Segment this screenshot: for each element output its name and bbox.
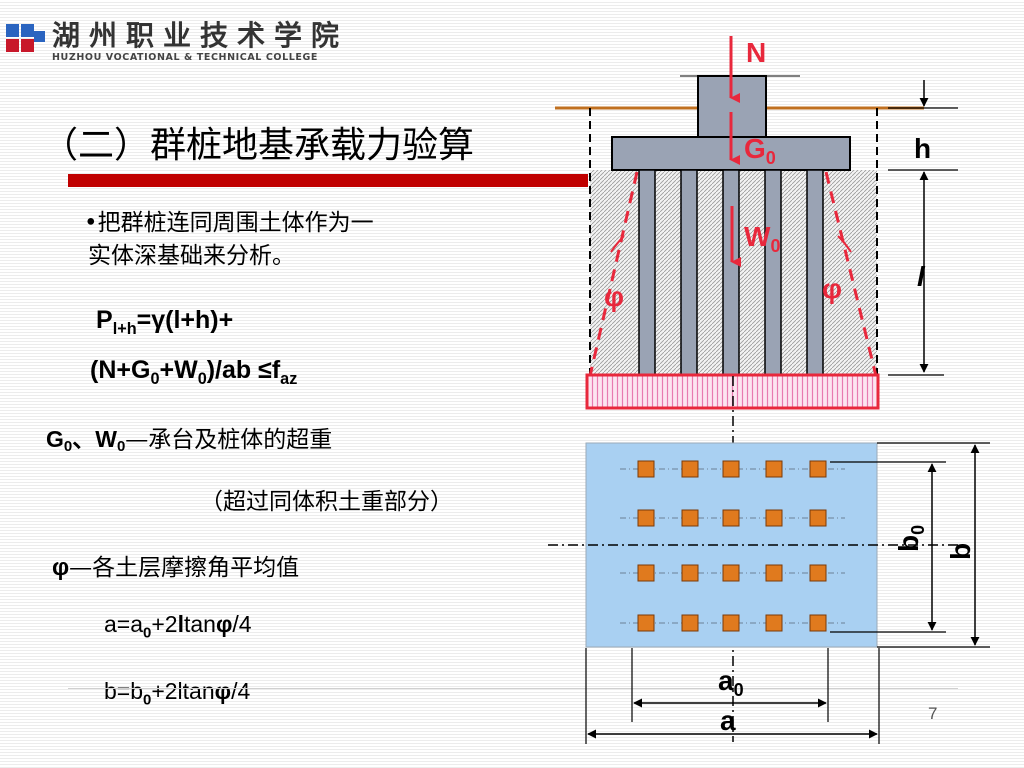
label-w0-main: W: [744, 221, 771, 252]
eq-a-tan: tan: [183, 611, 216, 637]
equation-a: a=a0+2ltanφ/4: [104, 611, 252, 642]
eq-b-sub: 0: [143, 691, 152, 709]
plan-pile: [681, 614, 699, 632]
logo-mark-icon: [6, 24, 45, 52]
label-b0: b0: [893, 525, 928, 552]
pile: [764, 169, 782, 376]
label-phi-right: φ: [822, 273, 842, 304]
plan-pile: [722, 564, 740, 582]
bullet-line-1: •把群桩连同周围土体作为一: [84, 210, 374, 236]
formula-line-2: (N+G0+W0)/ab ≤faz: [90, 356, 297, 389]
plan-pile-grid: [620, 460, 845, 632]
formula-line-1: Pl+h=γ(l+h)+: [96, 306, 233, 339]
title-underline-bar: [68, 174, 588, 187]
eq-a-part2: +2: [151, 611, 178, 637]
note-phi: φ—各土层摩擦角平均值: [52, 548, 299, 582]
plan-pile: [809, 564, 827, 582]
eq-b-part1: b=b: [104, 678, 144, 704]
plan-pile: [722, 460, 740, 478]
label-n: N: [746, 37, 766, 68]
label-w0: W0: [744, 221, 780, 256]
eq-a-part4: /4: [232, 611, 252, 637]
formula2-sub-b: 0: [197, 370, 207, 388]
label-a0-main: a: [718, 665, 734, 696]
eq-b-part2: +2ltan: [151, 678, 215, 704]
pile: [638, 169, 656, 376]
plan-pile: [765, 614, 783, 632]
plan-pile: [809, 614, 827, 632]
slide-title: （二）群桩地基承载力验算: [42, 125, 475, 166]
college-name-en: HUZHOU VOCATIONAL & TECHNICAL COLLEGE: [52, 52, 318, 63]
angle-arc-right: [837, 235, 852, 253]
note-g-sub: 0: [63, 438, 73, 456]
plan-pile: [765, 564, 783, 582]
formula2-sub-c: az: [280, 370, 298, 388]
label-a0-sub: 0: [734, 680, 744, 700]
note-g: G: [46, 426, 64, 452]
formula2-part-c: )/ab ≤f: [206, 356, 281, 384]
bullet-line-2: 实体深基础来分析。: [88, 243, 295, 269]
pile-group: [638, 169, 824, 376]
plan-pile: [681, 564, 699, 582]
plan-pile: [637, 564, 655, 582]
eq-b-part4: /4: [231, 678, 251, 704]
pile: [680, 169, 698, 376]
plan-pile: [637, 509, 655, 527]
plan-pile: [765, 460, 783, 478]
label-a0: a0: [718, 665, 744, 700]
note-phi-text: —各土层摩擦角平均值: [69, 555, 300, 581]
plan-pile: [722, 509, 740, 527]
equation-b: b=b0+2ltanφ/4: [104, 678, 250, 709]
formula-p: P: [96, 306, 113, 334]
label-g0: G0: [744, 133, 776, 168]
label-g0-sub: 0: [766, 148, 776, 168]
plan-pile: [681, 460, 699, 478]
college-logo: [4, 8, 344, 66]
slide-number: 7: [928, 704, 938, 723]
label-a: a: [720, 705, 736, 736]
note-g0-w0: G0、W0—承台及桩体的超重: [46, 420, 332, 455]
note-excess-weight: （超过同体积土重部分）: [200, 489, 453, 515]
label-phi-left: φ: [604, 281, 624, 312]
note-w: 、W: [72, 426, 117, 452]
eq-a-phi: φ: [215, 611, 233, 637]
label-h: h: [914, 133, 931, 164]
formula2-part-b: +W: [159, 356, 198, 384]
formula2-part-a: (N+G: [90, 356, 151, 384]
label-b: b: [945, 543, 976, 560]
footer-rule: [68, 688, 958, 689]
eq-a-l: l: [177, 611, 184, 637]
pile: [722, 169, 740, 376]
label-b0-main: b: [893, 535, 924, 552]
plan-pile: [722, 614, 740, 632]
label-l: l: [917, 261, 926, 292]
eq-b-phi: φ: [214, 678, 232, 704]
note-g0-w0-text: —承台及桩体的超重: [125, 427, 333, 453]
label-g0-main: G: [744, 133, 766, 164]
label-b0-sub: 0: [908, 525, 928, 535]
plan-pile: [765, 509, 783, 527]
plan-pile: [637, 614, 655, 632]
eq-a-sub: 0: [143, 624, 152, 642]
spread-line-right: [824, 171, 878, 377]
plan-pile: [681, 509, 699, 527]
plan-pile: [809, 509, 827, 527]
spread-line-left: [588, 171, 639, 377]
formula-rest: =γ(l+h)+: [136, 306, 234, 334]
formula2-sub-a: 0: [150, 370, 160, 388]
angle-arc-left: [610, 235, 625, 253]
plan-pile: [809, 460, 827, 478]
formula-p-sub: l+h: [112, 320, 137, 338]
note-w-sub: 0: [116, 438, 126, 456]
college-name-cn: 湖州职业技术学院: [52, 19, 349, 52]
phi-symbol: φ: [52, 554, 70, 581]
label-w0-sub: 0: [770, 236, 780, 256]
eq-a-part1: a=a: [104, 611, 144, 637]
pile: [806, 169, 824, 376]
plan-pile: [637, 460, 655, 478]
